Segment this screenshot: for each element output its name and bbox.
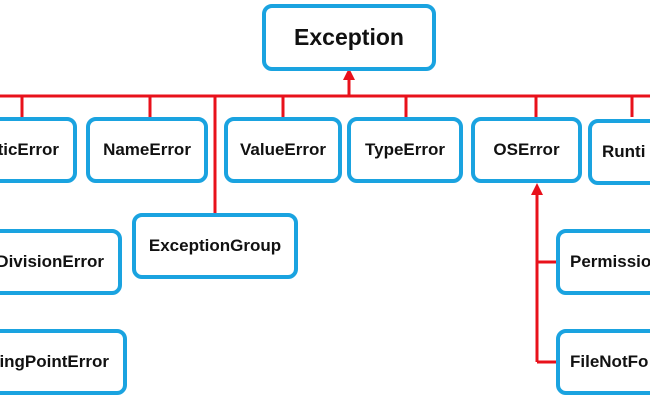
node-runtime-error-label: Runti [602, 142, 646, 161]
node-os-error: OSError [471, 117, 582, 183]
node-type-error-label: TypeError [365, 140, 445, 159]
arrowhead-os-error [531, 183, 543, 195]
node-type-error: TypeError [347, 117, 463, 183]
node-arithmetic-error-label: ticError [0, 140, 59, 159]
node-name-error: NameError [86, 117, 208, 183]
node-os-error-label: OSError [493, 140, 560, 159]
node-runtime-error: Runti [588, 119, 650, 185]
node-exception: Exception [262, 4, 436, 71]
node-exception-group: ExceptionGroup [132, 213, 298, 279]
node-arithmetic-error: ticError [0, 117, 77, 183]
node-exception-group-label: ExceptionGroup [148, 236, 282, 255]
node-floating-point-error: ingPointError [0, 329, 127, 395]
node-file-not-found-error-label: FileNotFo [570, 352, 649, 371]
node-permission-error-label: Permissio [570, 252, 650, 271]
node-permission-error: Permissio [556, 229, 650, 295]
node-zero-division-error: DivisionError [0, 229, 122, 295]
arrowhead-root [343, 68, 355, 80]
node-exception-label: Exception [294, 24, 404, 50]
node-name-error-label: NameError [103, 140, 191, 159]
node-file-not-found-error: FileNotFo [556, 329, 650, 395]
node-floating-point-error-label: ingPointError [0, 352, 109, 371]
node-value-error-label: ValueError [240, 140, 326, 159]
node-value-error: ValueError [224, 117, 342, 183]
node-zero-division-error-label: DivisionError [0, 252, 104, 271]
